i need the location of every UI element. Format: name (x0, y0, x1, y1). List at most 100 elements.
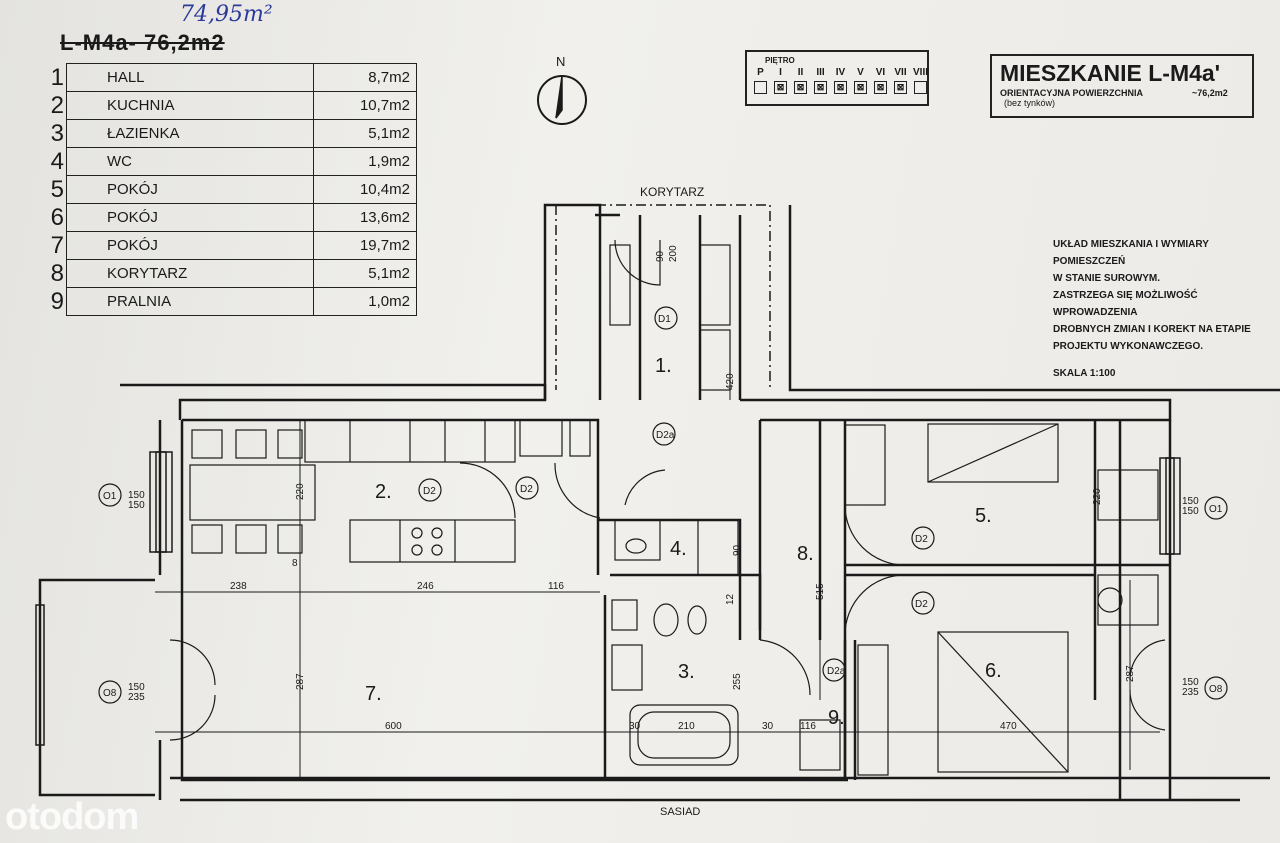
window-label: O8 (103, 688, 117, 699)
floor-level: III (816, 67, 825, 78)
dimension: 470 (1000, 721, 1017, 732)
dimension: 90 (655, 250, 666, 262)
room-area: 5,1m2 (313, 259, 417, 288)
area-caption-note: (bez tynków) (1004, 98, 1056, 108)
room-number: 6 (50, 203, 64, 231)
corridor-boundary (556, 204, 771, 390)
room-number-4: 4. (670, 538, 687, 560)
walls (38, 203, 1280, 802)
dimension: 515 (815, 583, 826, 600)
dimension: 238 (230, 581, 247, 592)
note-line: DROBNYCH ZMIAN I KOREKT NA ETAPIE (1053, 324, 1251, 335)
floor-cell: III ⊠ (813, 67, 828, 94)
dimension: 420 (725, 373, 736, 390)
note-line: PROJEKTU WYKONAWCZEGO. (1053, 341, 1204, 352)
dimension: 220 (1092, 488, 1103, 505)
room-number-5: 5. (975, 505, 992, 527)
floor-checkbox (754, 81, 767, 94)
room-number-9: 9. (828, 707, 845, 729)
room-number: 1 (50, 63, 64, 91)
floor-checkbox: ⊠ (854, 81, 867, 94)
floor-level: V (857, 67, 864, 78)
door-tags (98, 306, 1228, 704)
floor-checkbox: ⊠ (814, 81, 827, 94)
room-number: 7 (50, 231, 64, 259)
corridor-label: KORYTARZ (640, 185, 704, 199)
plan-notes: UKŁAD MIESZKANIA I WYMIARY POMIESZCZEŃ W… (1053, 236, 1280, 382)
dimension: 287 (1125, 665, 1136, 682)
room-area: 19,7m2 (313, 231, 417, 260)
floor-level: I (779, 67, 782, 78)
room-number-1: 1. (655, 355, 672, 377)
room-name: KORYTARZ (66, 259, 314, 288)
floor-cell: P (753, 67, 768, 94)
approx-area: ~76,2m2 (1192, 88, 1228, 98)
dimension: 30 (629, 721, 641, 732)
dimension: 235 (128, 692, 145, 703)
room-number: 4 (50, 147, 64, 175)
dimension: 235 (1182, 687, 1199, 698)
bathroom-fixtures (609, 244, 739, 766)
door-label: D1 (658, 314, 671, 325)
dimension: 150 (1182, 677, 1199, 688)
note-line: ZASTRZEGA SIĘ MOŻLIWOŚĆ WPROWADZENIA (1053, 290, 1198, 318)
door-swings (169, 239, 1166, 741)
floor-checkbox: ⊠ (894, 81, 907, 94)
room-number-6: 6. (985, 660, 1002, 682)
room-number: 9 (50, 287, 64, 315)
dimension: 246 (417, 581, 434, 592)
dimension-lines (155, 340, 1160, 780)
room-number-2: 2. (375, 481, 392, 503)
floor-cell: VIII (913, 67, 928, 94)
note-line: UKŁAD MIESZKANIA I WYMIARY POMIESZCZEŃ (1053, 239, 1209, 267)
floor-level: IV (835, 67, 846, 78)
room-number: 2 (50, 91, 64, 119)
floor-level: VIII (913, 67, 929, 78)
compass-icon: N (537, 54, 587, 125)
window-label: O8 (1209, 684, 1223, 695)
neighbor-label: SASIAD (660, 806, 700, 818)
dimension: 90 (732, 544, 743, 556)
otodom-watermark-logo: otodom (5, 796, 139, 838)
room-area: 1,0m2 (313, 287, 417, 316)
door-label: D2 (520, 484, 533, 495)
dimension: 255 (732, 673, 743, 690)
room-area: 1,9m2 (313, 147, 417, 176)
door-label: D2a (827, 666, 846, 677)
floor-level: II (797, 67, 804, 78)
compass-north: N (556, 54, 565, 69)
apartment-title: MIESZKANIE L-M4a' (1000, 60, 1221, 86)
handwritten-area-note: 74,95m² (180, 2, 273, 27)
window-label: O1 (1209, 504, 1223, 515)
dimension: 600 (385, 721, 402, 732)
dimension: 30 (762, 721, 774, 732)
dimension: 150 (128, 490, 145, 501)
floor-cell: V⊠ (853, 67, 868, 94)
floor-checkbox: ⊠ (774, 81, 787, 94)
floor-cell: IV⊠ (833, 67, 848, 94)
room-number: 3 (50, 119, 64, 147)
kitchen-fixtures (189, 419, 591, 563)
floor-checkbox (914, 81, 927, 94)
room-number: 5 (50, 175, 64, 203)
dimension: 8 (292, 558, 298, 569)
struck-apartment-title: L-M4a- 76,2m2 (60, 30, 225, 55)
floor-checkbox: ⊠ (874, 81, 887, 94)
door-label: D2a (656, 430, 675, 441)
room-number: 8 (50, 259, 64, 287)
floor-cell: I⊠ (773, 67, 788, 94)
room-name: POKÓJ (66, 203, 314, 232)
floor-level: P (757, 67, 764, 78)
room-number-3: 3. (678, 661, 695, 683)
room-name: PRALNIA (66, 287, 314, 316)
floor-checkbox: ⊠ (794, 81, 807, 94)
scale-label: SKALA 1:100 (1053, 368, 1116, 379)
dimension: 287 (295, 673, 306, 690)
title-box: MIESZKANIE L-M4a' ORIENTACYJNA POWIERZCH… (990, 54, 1254, 118)
